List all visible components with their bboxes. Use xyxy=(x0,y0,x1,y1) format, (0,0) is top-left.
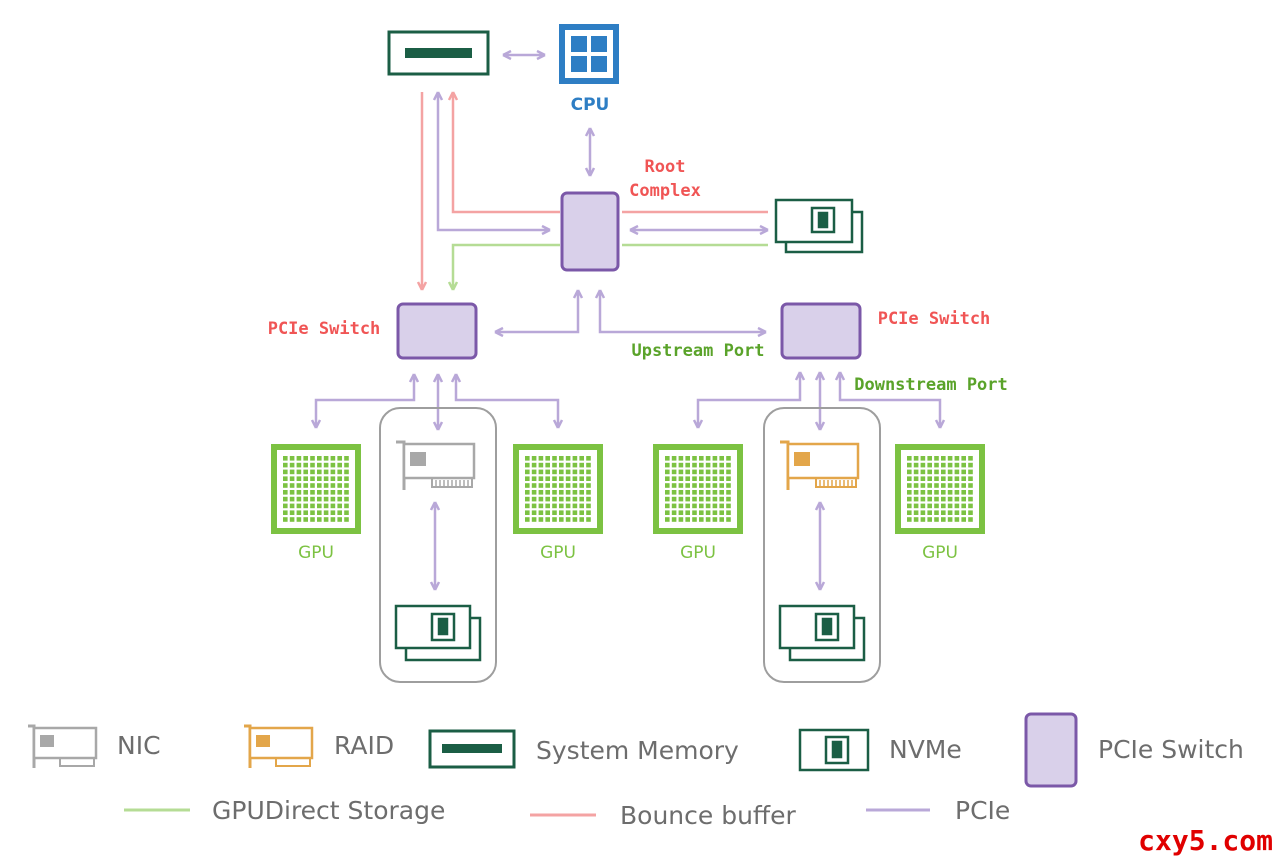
nvme-icon-left xyxy=(394,604,482,662)
legend-raid-label: RAID xyxy=(334,731,394,760)
left-switch-label: PCIe Switch xyxy=(268,319,381,339)
root-label-line2: Complex xyxy=(629,181,701,201)
right-switch-label: PCIe Switch xyxy=(878,309,991,329)
upstream-port-label: Upstream Port xyxy=(631,341,764,361)
legend-nvme-icon xyxy=(798,728,870,772)
raid-card-icon xyxy=(780,440,860,490)
connections xyxy=(310,49,946,591)
gpu-label-3: GPU xyxy=(680,543,716,563)
nvme-icon-right xyxy=(778,604,866,662)
cpu-label: CPU xyxy=(571,95,610,115)
gpu-icon xyxy=(513,444,603,534)
left-switch-gpu1 xyxy=(310,373,420,429)
gpu-label-4: GPU xyxy=(922,543,958,563)
legend-nic-icon xyxy=(28,724,98,768)
legend-nic-label: NIC xyxy=(117,731,161,760)
pcie-root-nvme xyxy=(629,224,769,236)
watermark: cxy5.com xyxy=(1138,824,1273,857)
nvme-icon-top xyxy=(774,198,864,254)
legend-pcie-label: PCIe xyxy=(955,796,1010,825)
nic-card-icon xyxy=(396,440,476,490)
left-nic-nvme-group xyxy=(379,407,497,683)
gpu-icon xyxy=(271,444,361,534)
pcie-root-right-switch xyxy=(594,289,767,338)
right-switch-gpu4 xyxy=(834,371,946,429)
root-label-line1: Root xyxy=(645,157,686,177)
gpu-icon xyxy=(895,444,985,534)
right-switch-gpu3 xyxy=(692,371,806,429)
right-raid-nvme-group xyxy=(763,407,881,683)
cpu-icon xyxy=(559,24,619,84)
gds-root-switch xyxy=(447,243,560,291)
gpu-label-2: GPU xyxy=(540,543,576,563)
legend: NIC RAID System Memory NVMe PCIe Switch xyxy=(28,712,1244,830)
left-switch-nic xyxy=(432,373,444,431)
pcie-root-left-switch xyxy=(494,289,584,338)
bounce-buffer-down xyxy=(416,92,428,291)
nic-nvme-left xyxy=(429,501,441,591)
legend-nvme-label: NVMe xyxy=(889,735,962,764)
right-pcie-switch xyxy=(780,302,862,360)
legend-bounce-label: Bounce buffer xyxy=(620,801,797,830)
legend-switch-label: PCIe Switch xyxy=(1098,735,1244,764)
gpu-cards xyxy=(271,444,985,534)
downstream-port-label: Downstream Port xyxy=(854,375,1008,395)
root-complex-chip xyxy=(560,191,620,272)
bounce-buffer-up xyxy=(447,91,560,214)
left-switch-gpu2 xyxy=(450,373,564,429)
cpu-root-link xyxy=(584,127,596,177)
legend-gds-label: GPUDirect Storage xyxy=(212,796,445,825)
raid-nvme-right xyxy=(814,501,826,591)
left-pcie-switch xyxy=(396,302,478,360)
legend-raid-icon xyxy=(244,724,314,768)
system-memory-icon xyxy=(387,30,490,76)
right-switch-raid xyxy=(814,371,826,431)
pcie-memory-root xyxy=(432,91,551,236)
legend-memory-icon xyxy=(428,729,516,769)
gpu-icon xyxy=(653,444,743,534)
legend-memory-label: System Memory xyxy=(536,736,739,765)
memory-cpu-link xyxy=(502,49,546,61)
gpu-label-1: GPU xyxy=(298,543,334,563)
legend-switch-icon xyxy=(1024,712,1078,788)
